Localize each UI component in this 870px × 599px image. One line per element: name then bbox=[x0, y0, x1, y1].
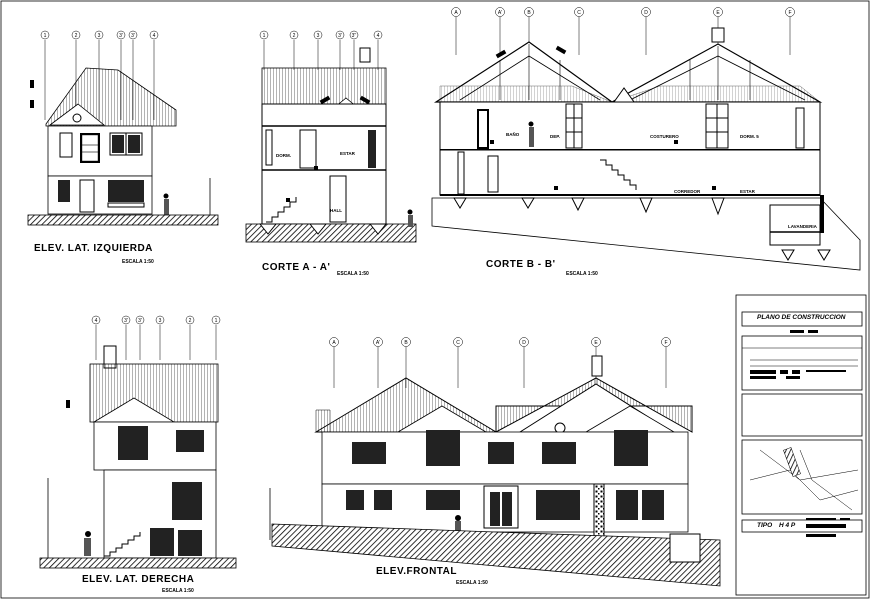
section-a-title: CORTE A - A' bbox=[262, 262, 331, 273]
room-label-estar-b: ESTAR bbox=[740, 189, 756, 194]
room-label-lavanderia: LAVANDERIA bbox=[788, 224, 818, 229]
axis-label: A' bbox=[376, 340, 380, 346]
axis-label: B bbox=[404, 340, 408, 346]
room-label-dorm5: DORM. 5 bbox=[740, 134, 759, 139]
axis-label: E bbox=[716, 10, 720, 16]
axis-label: A bbox=[332, 340, 336, 346]
type-label: TIPO bbox=[757, 522, 773, 529]
axis-label: 4 bbox=[153, 33, 156, 39]
room-label-costurero: COSTURERO bbox=[650, 134, 679, 139]
axis-label: 3 bbox=[159, 318, 162, 324]
left-elevation-title: ELEV. LAT. IZQUIERDA bbox=[34, 243, 153, 254]
axis-label: 3' bbox=[124, 318, 128, 324]
axis-label: 4 bbox=[377, 33, 380, 39]
axis-label: 3' bbox=[131, 33, 135, 39]
room-label-bano: BAÑO bbox=[506, 131, 520, 137]
axis-label: E bbox=[594, 340, 598, 346]
right-elevation-title: ELEV. LAT. DERECHA bbox=[82, 574, 195, 585]
room-label-estar: ESTAR bbox=[340, 151, 356, 156]
axis-label: F bbox=[788, 10, 791, 16]
room-label-dep: DEP. bbox=[550, 134, 560, 139]
section-b-drawing bbox=[431, 7, 861, 271]
type-value: H 4 P bbox=[779, 522, 796, 529]
axis-label: C bbox=[456, 340, 460, 346]
room-label-hall: HALL bbox=[330, 208, 342, 213]
axis-label: 3' bbox=[338, 33, 342, 39]
right-elevation-drawing bbox=[39, 315, 237, 569]
axis-label: A' bbox=[498, 10, 502, 16]
axis-label: 3'' bbox=[352, 33, 357, 39]
axis-label: D bbox=[522, 340, 526, 346]
sheet-title: PLANO DE CONSTRUCCION bbox=[757, 314, 846, 321]
axis-label: 2 bbox=[293, 33, 296, 39]
axis-label: 2 bbox=[75, 33, 78, 39]
axis-label: C bbox=[577, 10, 581, 16]
axis-label: B bbox=[527, 10, 531, 16]
axis-label: 3 bbox=[317, 33, 320, 39]
section-a-scale: ESCALA 1:50 bbox=[337, 271, 369, 277]
axis-label: D bbox=[644, 10, 648, 16]
axis-label: 2 bbox=[189, 318, 192, 324]
section-b-scale: ESCALA 1:50 bbox=[566, 271, 598, 277]
title-block bbox=[735, 294, 867, 596]
left-elevation-drawing bbox=[27, 30, 219, 226]
front-elevation-title: ELEV.FRONTAL bbox=[376, 566, 458, 577]
axis-label: 3' bbox=[119, 33, 123, 39]
front-elevation-drawing bbox=[269, 337, 721, 587]
left-elevation-scale: ESCALA 1:50 bbox=[122, 259, 154, 265]
axis-label: 1 bbox=[215, 318, 218, 324]
room-label-dorm: DORM. bbox=[276, 153, 291, 158]
axis-label: 3 bbox=[98, 33, 101, 39]
axis-label: 1 bbox=[44, 33, 47, 39]
axis-label: A bbox=[454, 10, 458, 16]
axis-label: F bbox=[664, 340, 667, 346]
axis-label: 1 bbox=[263, 33, 266, 39]
section-b-title: CORTE B - B' bbox=[486, 259, 556, 270]
room-label-corredor: CORREDOR bbox=[674, 189, 701, 194]
section-a-drawing bbox=[245, 30, 417, 243]
front-elevation-scale: ESCALA 1:50 bbox=[456, 580, 488, 586]
axis-label: 3' bbox=[138, 318, 142, 324]
axis-label: 4 bbox=[95, 318, 98, 324]
right-elevation-scale: ESCALA 1:50 bbox=[162, 588, 194, 594]
